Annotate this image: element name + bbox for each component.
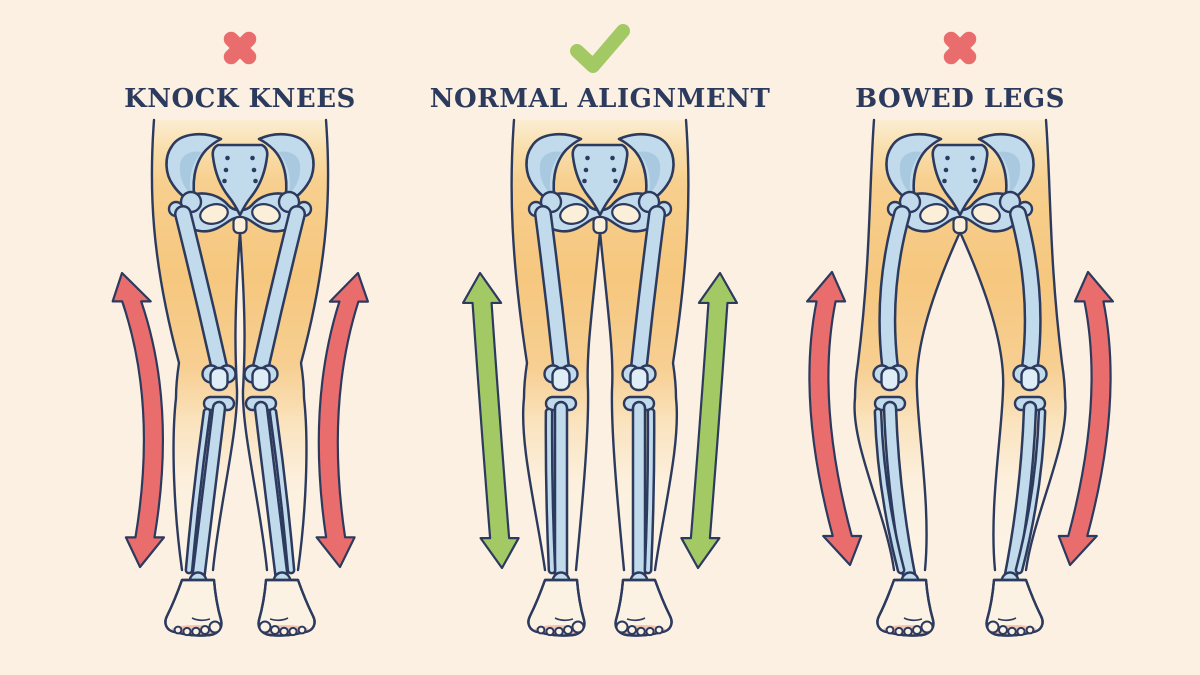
panel-title: BOWED LEGS: [855, 84, 1065, 114]
panel-knock-knees: KNOCK KNEES: [60, 0, 420, 658]
panel-bowed-legs: BOWED LEGS: [780, 0, 1140, 658]
check-icon: [570, 24, 630, 73]
panel-title: KNOCK KNEES: [124, 84, 356, 114]
figure-knock-knees: [111, 118, 370, 637]
cross-icon: [223, 31, 257, 65]
figure-bowed-legs: [805, 118, 1115, 637]
columns: KNOCK KNEES NORMAL ALIGNMENT BOWED LEGS: [60, 0, 1140, 658]
panel-title: NORMAL ALIGNMENT: [429, 84, 771, 114]
panel-normal-alignment: NORMAL ALIGNMENT: [420, 0, 780, 658]
figure-normal-alignment: [461, 118, 739, 637]
cross-icon: [943, 31, 977, 65]
